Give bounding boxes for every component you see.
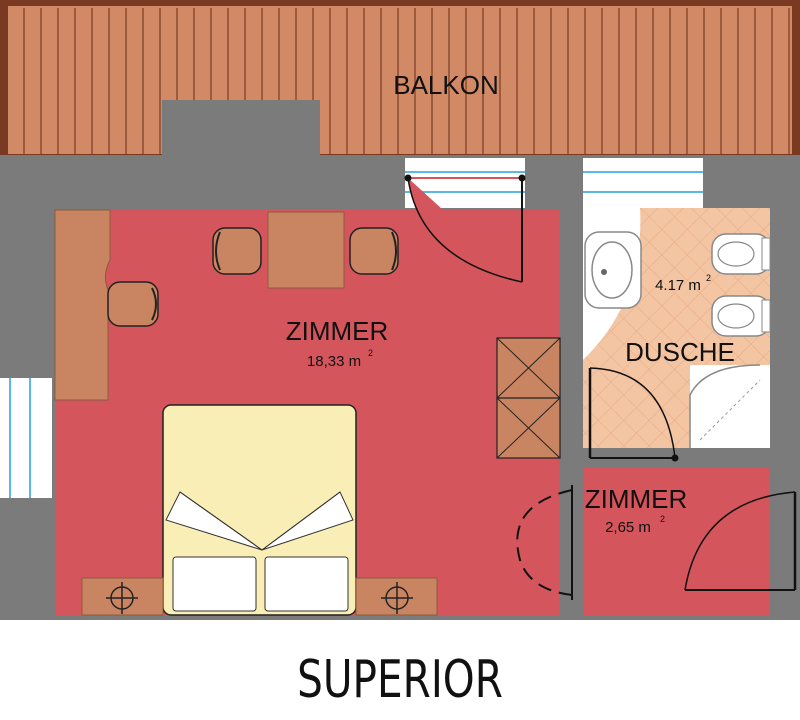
small-room-label: ZIMMER: [585, 484, 688, 514]
dining-table: [267, 211, 345, 289]
entrance-door: [684, 491, 797, 591]
chair-left: [212, 227, 262, 275]
nightstand-left: [81, 577, 164, 616]
bathroom-area-sup: 2: [706, 273, 711, 283]
wall-block-top: [162, 100, 320, 160]
bed: [162, 404, 357, 616]
chair-right: [349, 227, 399, 275]
balcony-door: [404, 174, 526, 283]
desk: [54, 209, 111, 401]
bathroom-area: 4.17 m: [655, 277, 701, 294]
small-room-area: 2,65 m: [605, 519, 651, 536]
wardrobe: [496, 337, 561, 459]
bidet: [711, 233, 771, 275]
nightstand-right: [355, 577, 438, 616]
main-room-area: 18,33 m: [307, 353, 361, 370]
toilet: [711, 295, 771, 337]
entry-door-dashed: [516, 485, 573, 600]
washbasin: [584, 231, 642, 309]
plan-title: SUPERIOR: [297, 650, 503, 710]
bathroom-door: [588, 367, 679, 462]
window-left: [0, 378, 52, 498]
window-top-right: [583, 158, 703, 208]
balcony-label: BALKON: [393, 70, 499, 100]
bathroom-label: DUSCHE: [625, 337, 735, 367]
main-room-area-sup: 2: [368, 348, 373, 358]
main-room-label: ZIMMER: [286, 316, 389, 346]
desk-chair: [107, 281, 159, 327]
small-room-area-sup: 2: [660, 514, 665, 524]
